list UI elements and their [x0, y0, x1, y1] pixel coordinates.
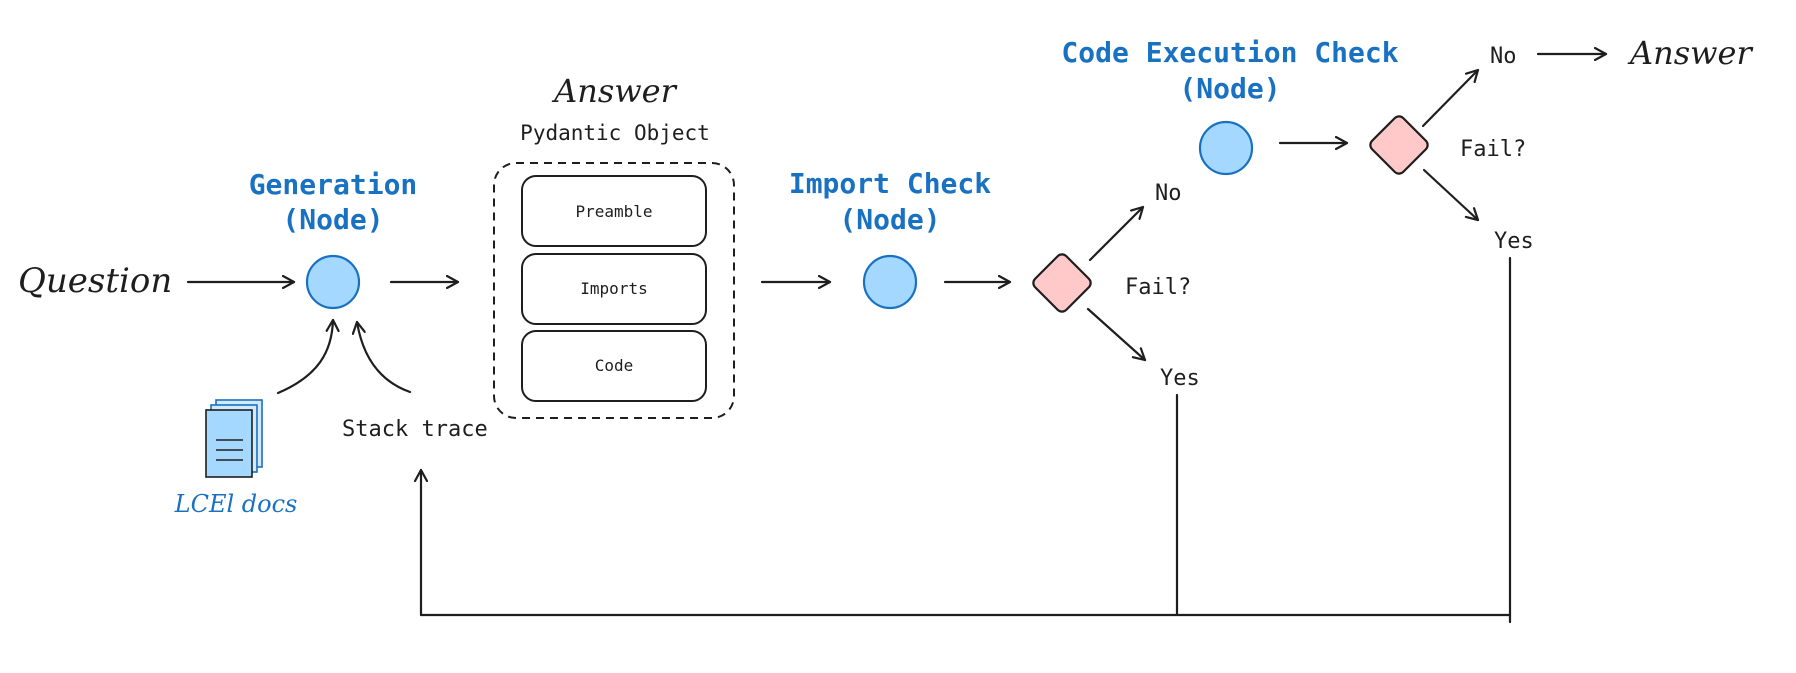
arrow-execution-decision-yes	[1422, 168, 1480, 222]
arrow-execution-decision-no	[1421, 68, 1480, 128]
generation-node[interactable]	[305, 254, 361, 310]
code-execution-node-subtitle: (Node)	[1179, 72, 1280, 105]
import-fail-decision[interactable]	[1031, 252, 1093, 314]
answer-field-label: Preamble	[575, 202, 652, 221]
execution-no-label: No	[1490, 44, 1517, 69]
stack-trace-label: Stack trace	[342, 417, 488, 442]
answer-field-preamble: Preamble	[521, 175, 707, 247]
docs-label: LCEl docs	[174, 490, 298, 518]
answer-field-code: Code	[521, 330, 707, 402]
import-fail-label: Fail?	[1125, 275, 1191, 300]
execution-fail-label: Fail?	[1460, 137, 1526, 162]
execution-yes-label: Yes	[1494, 229, 1534, 254]
import-check-node[interactable]	[862, 254, 918, 310]
import-check-node-subtitle: (Node)	[839, 203, 940, 236]
import-no-label: No	[1155, 181, 1182, 206]
code-execution-node-title: Code Execution Check	[1061, 36, 1398, 69]
arrow-import-decision-yes	[1086, 307, 1147, 362]
arrow-stacktrace-to-generation	[357, 320, 412, 394]
answer-object-subtitle: Pydantic Object	[520, 121, 710, 145]
import-check-node-title: Import Check	[789, 167, 991, 200]
execution-fail-decision[interactable]	[1368, 114, 1430, 176]
generation-node-subtitle: (Node)	[282, 203, 383, 236]
arrow-import-decision-no	[1088, 205, 1145, 262]
answer-field-label: Code	[595, 356, 634, 375]
question-label: Question	[18, 261, 172, 301]
final-answer-label: Answer	[1627, 34, 1753, 72]
generation-node-title: Generation	[249, 168, 418, 201]
document-stack-icon	[205, 399, 263, 478]
answer-field-imports: Imports	[521, 253, 707, 325]
answer-field-label: Imports	[580, 279, 647, 298]
arrow-docs-to-generation	[276, 318, 333, 395]
code-execution-node[interactable]	[1198, 120, 1254, 176]
answer-object-container	[493, 162, 735, 419]
import-yes-label: Yes	[1160, 366, 1200, 391]
answer-object-title: Answer	[551, 72, 677, 110]
